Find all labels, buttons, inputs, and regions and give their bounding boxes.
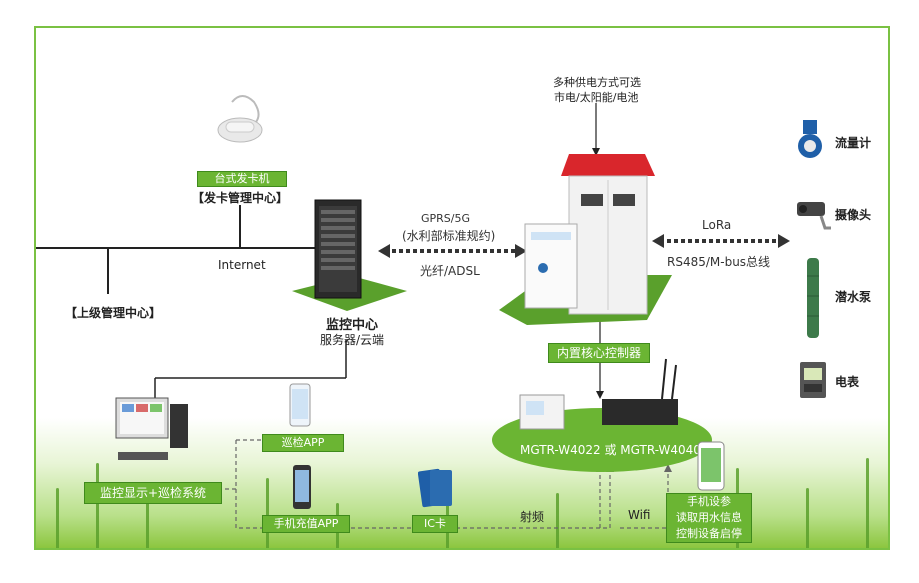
pump-label: 潜水泵: [835, 290, 872, 304]
controller-platform: [492, 358, 712, 472]
phone-control-note: 手机设参 读取用水信息 控制设备启停: [666, 493, 752, 543]
camera-label: 摄像头: [835, 208, 872, 222]
rs485-label: RS485/M-bus总线: [667, 255, 771, 269]
phone-note-line-2: 读取用水信息: [676, 511, 742, 524]
recharge-app-button[interactable]: 手机充值APP: [262, 515, 350, 533]
protocol-label: (水利部标准规约): [402, 229, 496, 243]
phone-icon-inspection: [289, 383, 311, 427]
flowmeter-icon: [798, 120, 822, 158]
upper-center-label: 【上级管理中心】: [65, 306, 162, 320]
wifi-label: Wifi: [628, 508, 651, 522]
camera-icon: [797, 202, 831, 230]
pump-icon: [807, 258, 819, 338]
power-note-2: 市电/太阳能/电池: [554, 91, 639, 104]
card-center-label: 【发卡管理中心】: [192, 191, 289, 205]
power-note-1: 多种供电方式可选: [553, 76, 641, 89]
phone-note-line-3: 控制设备启停: [676, 527, 742, 540]
flowmeter-label: 流量计: [835, 136, 872, 150]
monitor-center-label: 监控中心: [326, 318, 379, 333]
fiber-label: 光纤/ADSL: [420, 264, 480, 278]
lora-label: LoRa: [702, 218, 732, 232]
ic-card-label: IC卡: [412, 515, 458, 533]
monitor-display-label: 监控显示+巡检系统: [84, 482, 222, 504]
phone-note-line-1: 手机设参: [687, 495, 731, 508]
model-label: MGTR-W4022 或 MGTR-W4040: [520, 443, 701, 457]
inspection-app-button[interactable]: 巡检APP: [262, 434, 344, 452]
rf-label: 射频: [520, 510, 545, 524]
ic-card-icon: [418, 468, 452, 508]
gprs-label: GPRS/5G: [421, 212, 471, 225]
core-controller-label: 内置核心控制器: [548, 343, 650, 363]
cabinet-icon: [499, 154, 672, 325]
meter-icon: [800, 362, 826, 398]
card-reader-icon: [217, 95, 263, 143]
internet-label: Internet: [218, 258, 266, 272]
meter-label: 电表: [835, 375, 860, 389]
phone-icon-control: [697, 441, 725, 491]
computer-icon: [115, 397, 188, 460]
server-icon: [292, 199, 407, 311]
phone-icon-recharge: [293, 465, 311, 509]
card-issuer-label: 台式发卡机: [197, 171, 287, 187]
server-cloud-label: 服务器/云端: [320, 333, 385, 347]
